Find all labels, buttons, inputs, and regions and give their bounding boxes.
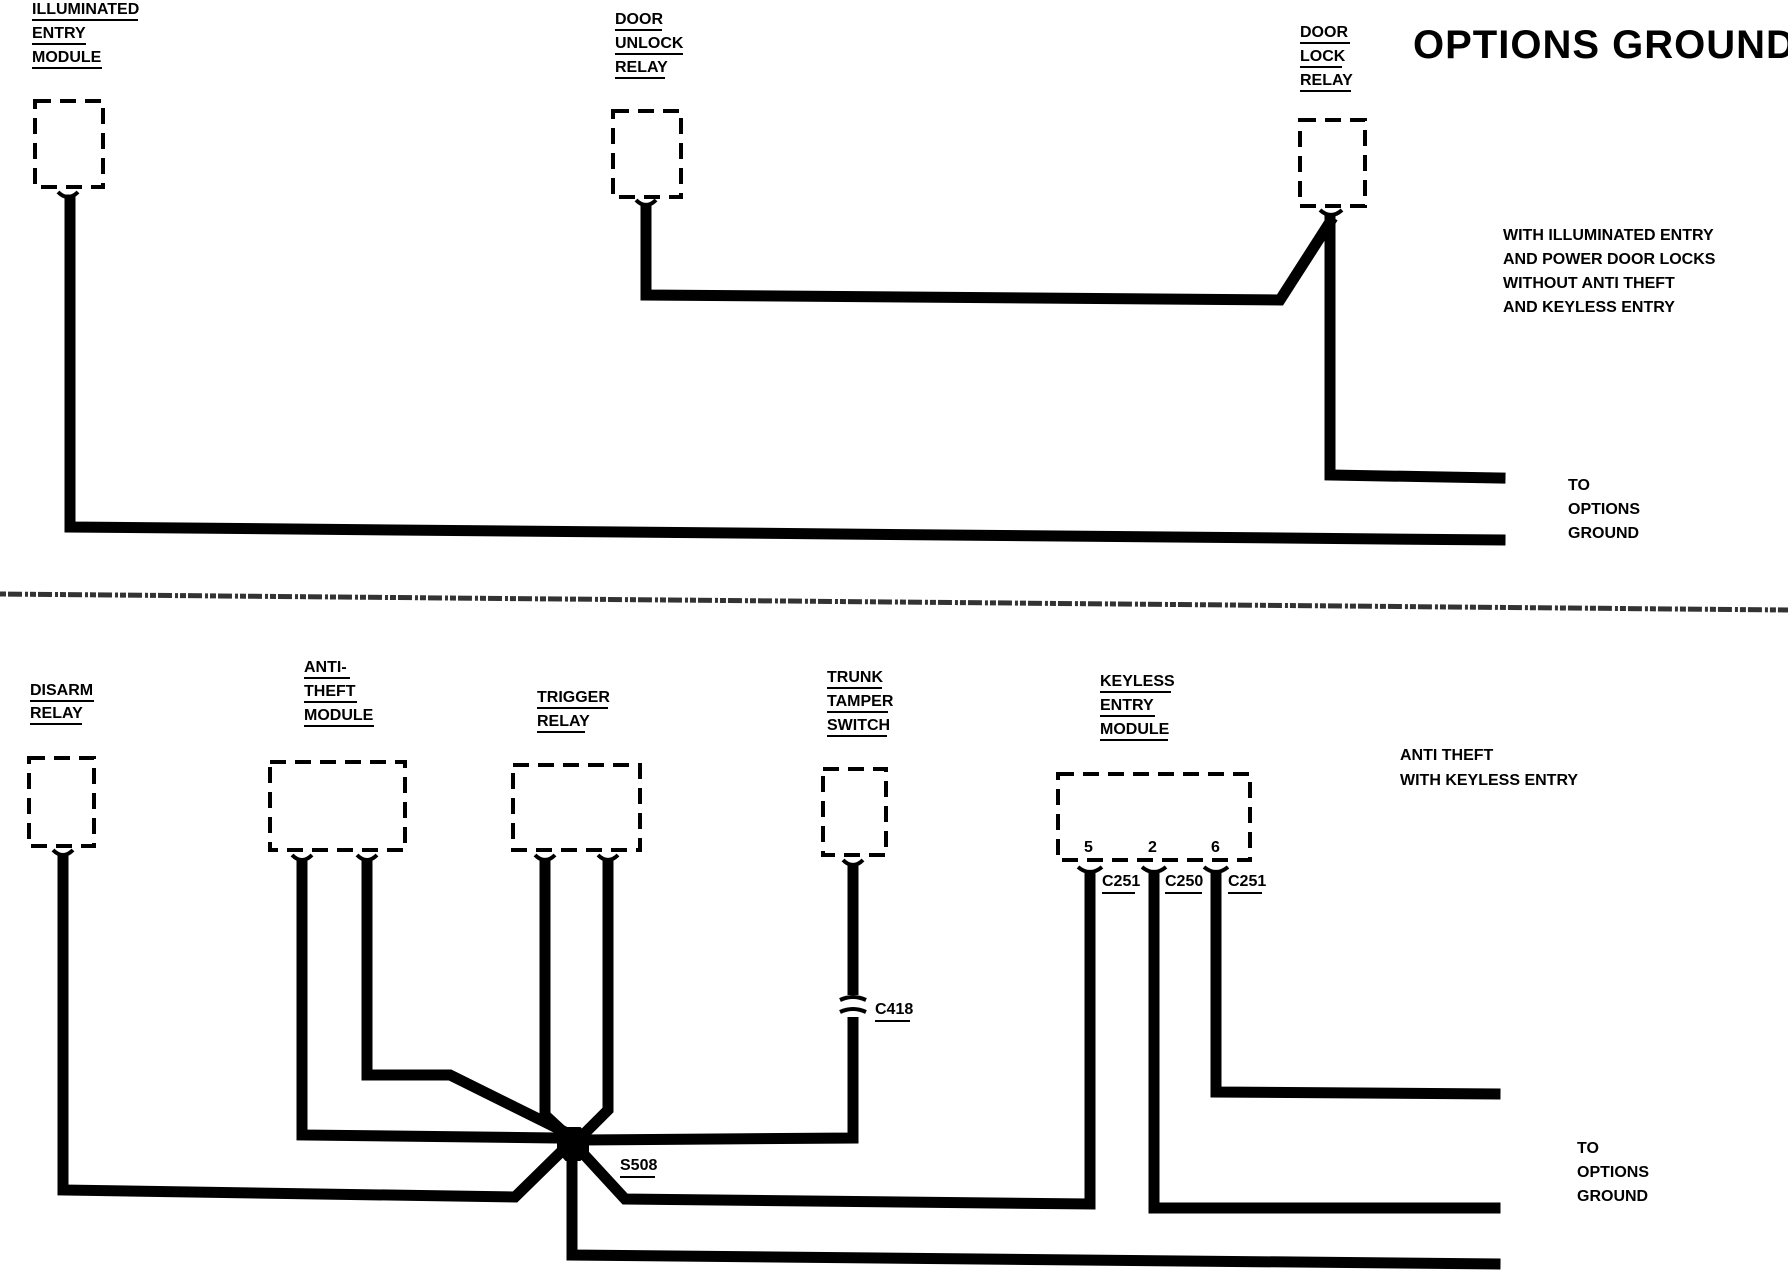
splice-ground-wire (566, 1144, 1501, 1270)
door-lock-relay-box (1298, 118, 1367, 208)
disarm-relay-label: DISARM RELAY (30, 682, 94, 725)
keyless-entry-module-label: KEYLESS ENTRY MODULE (1100, 673, 1175, 741)
svg-text:MODULE: MODULE (32, 49, 102, 66)
svg-text:WITHOUT ANTI THEFT: WITHOUT ANTI THEFT (1503, 275, 1675, 292)
svg-text:LOCK: LOCK (1300, 48, 1346, 65)
door-unlock-relay-terminal (634, 198, 658, 207)
svg-text:ENTRY: ENTRY (32, 25, 86, 42)
svg-text:WITH ILLUMINATED ENTRY: WITH ILLUMINATED ENTRY (1503, 227, 1714, 244)
door-unlock-ground-wire (640, 204, 1338, 306)
svg-text:ILLUMINATED: ILLUMINATED (32, 1, 139, 18)
trigger-relay-box (511, 763, 642, 852)
svg-text:ENTRY: ENTRY (1100, 697, 1154, 714)
keyless-terminal-pin5 (1076, 865, 1104, 874)
svg-text:OPTIONS: OPTIONS (1568, 501, 1640, 518)
svg-text:SWITCH: SWITCH (827, 717, 890, 734)
svg-text:RELAY: RELAY (30, 705, 83, 722)
keyless-pin-6: 6 (1211, 839, 1220, 856)
diagram-title: OPTIONS GROUND (1413, 23, 1788, 67)
svg-text:DOOR: DOOR (615, 11, 663, 28)
keyless-terminal-pin6 (1202, 865, 1230, 874)
trigger-relay-terminal-1 (533, 853, 557, 862)
splice-s508-node (557, 1127, 589, 1161)
svg-text:AND POWER DOOR LOCKS: AND POWER DOOR LOCKS (1503, 251, 1716, 268)
anti-theft-module-terminal-2 (355, 853, 379, 862)
splice-s508-label: S508 (620, 1157, 657, 1174)
svg-text:TO: TO (1568, 477, 1590, 494)
svg-text:THEFT: THEFT (304, 683, 356, 700)
anti-theft-module-box (268, 760, 407, 852)
anti-theft-module-terminal-1 (290, 853, 314, 862)
disarm-relay-box (27, 756, 96, 848)
svg-text:RELAY: RELAY (1300, 72, 1353, 89)
svg-text:AND KEYLESS ENTRY: AND KEYLESS ENTRY (1503, 299, 1675, 316)
trunk-tamper-switch-terminal (841, 858, 865, 867)
svg-text:TRUNK: TRUNK (827, 669, 883, 686)
section-divider (0, 591, 1788, 613)
trigger-relay-ground-wire-2 (572, 859, 614, 1146)
anti-theft-ground-wire-2 (361, 859, 573, 1140)
anti-theft-module-label: ANTI- THEFT MODULE (304, 659, 374, 727)
svg-text:GROUND: GROUND (1568, 525, 1639, 542)
keyless-pin6-ground-wire (1210, 871, 1501, 1100)
illuminated-entry-module-label: ILLUMINATED ENTRY MODULE (32, 1, 139, 69)
svg-text:TAMPER: TAMPER (827, 693, 894, 710)
svg-text:TRIGGER: TRIGGER (537, 689, 610, 706)
trigger-relay-ground-wire-1 (539, 859, 580, 1148)
connector-c251-right: C251 (1228, 873, 1266, 890)
svg-text:RELAY: RELAY (615, 59, 668, 76)
connector-c250: C250 (1165, 873, 1203, 890)
svg-text:RELAY: RELAY (537, 713, 590, 730)
keyless-pin-5: 5 (1084, 839, 1093, 856)
trigger-relay-label: TRIGGER RELAY (537, 689, 610, 733)
svg-text:DISARM: DISARM (30, 682, 93, 699)
top-destination-label: TO OPTIONS GROUND (1568, 477, 1640, 542)
top-condition-note: WITH ILLUMINATED ENTRY AND POWER DOOR LO… (1503, 227, 1716, 316)
svg-text:UNLOCK: UNLOCK (615, 35, 684, 52)
illuminated-entry-ground-wire (64, 194, 1506, 546)
svg-text:ANTI THEFT: ANTI THEFT (1400, 747, 1494, 764)
svg-text:WITH KEYLESS ENTRY: WITH KEYLESS ENTRY (1400, 772, 1578, 789)
bottom-destination-label: TO OPTIONS GROUND (1577, 1140, 1649, 1205)
disarm-relay-terminal (51, 848, 75, 857)
keyless-pin5-ground-wire (570, 871, 1096, 1210)
trunk-tamper-switch-box (821, 767, 888, 857)
anti-theft-ground-wire-1 (296, 859, 566, 1144)
disarm-relay-ground-wire (57, 854, 578, 1203)
svg-text:KEYLESS: KEYLESS (1100, 673, 1175, 690)
svg-text:ANTI-: ANTI- (304, 659, 347, 676)
svg-text:GROUND: GROUND (1577, 1188, 1648, 1205)
trigger-relay-terminal-2 (596, 853, 620, 862)
door-lock-relay-terminal (1318, 208, 1344, 217)
trunk-tamper-switch-label: TRUNK TAMPER SWITCH (827, 669, 894, 737)
keyless-pin-2: 2 (1148, 839, 1157, 856)
trunk-tamper-ground-wire (579, 864, 859, 1146)
c418-inline-connector (839, 995, 867, 1017)
connector-c251-left: C251 (1102, 873, 1140, 890)
svg-text:TO: TO (1577, 1140, 1599, 1157)
connector-c418: C418 (875, 1001, 913, 1018)
door-lock-relay-label: DOOR LOCK RELAY (1300, 24, 1353, 92)
svg-text:OPTIONS: OPTIONS (1577, 1164, 1649, 1181)
keyless-terminal-pin2 (1140, 865, 1168, 874)
svg-text:DOOR: DOOR (1300, 24, 1348, 41)
svg-text:MODULE: MODULE (304, 707, 374, 724)
door-unlock-relay-label: DOOR UNLOCK RELAY (615, 11, 684, 79)
svg-text:MODULE: MODULE (1100, 721, 1170, 738)
door-unlock-relay-box (611, 109, 683, 199)
door-lock-ground-wire (1324, 214, 1506, 484)
keyless-entry-module-box (1056, 772, 1252, 862)
bottom-condition-note: ANTI THEFT WITH KEYLESS ENTRY (1400, 747, 1578, 789)
illuminated-entry-module-box (33, 99, 105, 189)
keyless-pin2-ground-wire (1148, 871, 1501, 1214)
